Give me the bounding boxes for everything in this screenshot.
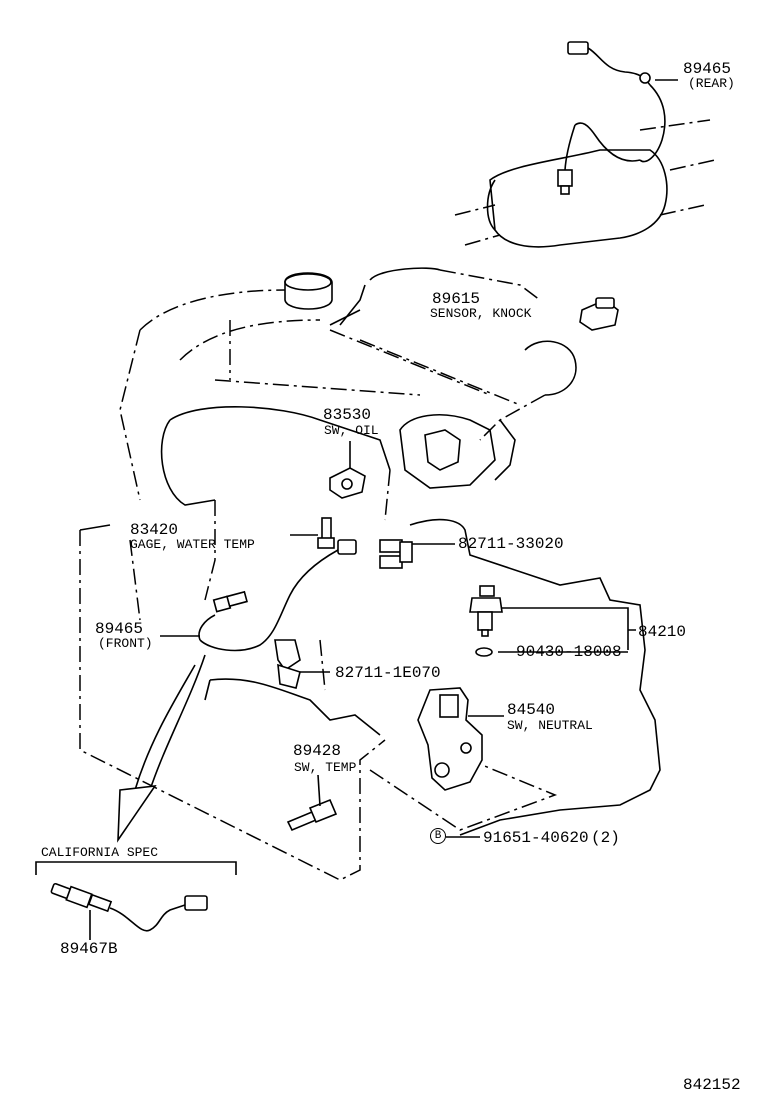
part-number-89465-front: 89465 bbox=[95, 620, 144, 638]
engine-block-outline bbox=[79, 267, 661, 881]
part-note-rear: (REAR) bbox=[688, 76, 735, 91]
part-name-oil-switch: SW, OIL bbox=[324, 423, 379, 438]
california-arrow-icon bbox=[117, 654, 206, 843]
speed-sensor-icon bbox=[469, 585, 503, 637]
neutral-start-switch-icon bbox=[417, 687, 483, 791]
oil-pressure-switch-icon bbox=[329, 467, 366, 499]
part-number-90430: 90430-18008 bbox=[516, 643, 622, 661]
part-number-91651: 91651-40620 bbox=[483, 829, 589, 847]
part-number-84210: 84210 bbox=[638, 623, 687, 641]
o-ring-icon bbox=[475, 647, 493, 657]
diagram-id: 842152 bbox=[683, 1076, 741, 1094]
part-number-89465-rear: 89465 bbox=[683, 60, 732, 78]
part-number-82711-1e070: 82711-1E070 bbox=[335, 664, 441, 682]
harness-clamp-1e070-icon bbox=[274, 639, 301, 689]
part-number-89467b: 89467B bbox=[60, 940, 118, 958]
part-number-82711-33020: 82711-33020 bbox=[458, 535, 564, 553]
california-spec-label: CALIFORNIA SPEC bbox=[41, 845, 159, 860]
water-temp-sender-icon bbox=[317, 517, 335, 549]
catalytic-converter-outline bbox=[454, 119, 716, 248]
knock-sensor-icon bbox=[579, 297, 619, 331]
part-number-83530: 83530 bbox=[323, 406, 372, 424]
part-name-knock-sensor: SENSOR, KNOCK bbox=[430, 306, 532, 321]
part-number-83420: 83420 bbox=[130, 521, 179, 539]
part-qty-91651: (2) bbox=[591, 829, 620, 847]
part-number-84540: 84540 bbox=[507, 701, 556, 719]
oxygen-sensor-rear-icon bbox=[557, 41, 666, 195]
leader-84210 bbox=[498, 607, 636, 653]
part-name-water-temp: GAGE, WATER TEMP bbox=[130, 537, 255, 552]
temp-switch-icon bbox=[286, 798, 338, 832]
part-name-neutral-switch: SW, NEUTRAL bbox=[507, 718, 593, 733]
california-spec-bracket bbox=[35, 861, 237, 875]
leader-89428 bbox=[317, 774, 321, 807]
oxygen-sensor-california-icon bbox=[50, 882, 208, 932]
bolt-b-marker: B bbox=[430, 828, 446, 844]
harness-clamp-33020-icon bbox=[379, 539, 413, 569]
oxygen-sensor-front-icon bbox=[198, 539, 357, 652]
part-number-89428: 89428 bbox=[293, 742, 342, 760]
part-number-89615: 89615 bbox=[432, 290, 481, 308]
part-note-front: (FRONT) bbox=[98, 636, 153, 651]
part-name-temp-switch: SW, TEMP bbox=[294, 760, 357, 775]
